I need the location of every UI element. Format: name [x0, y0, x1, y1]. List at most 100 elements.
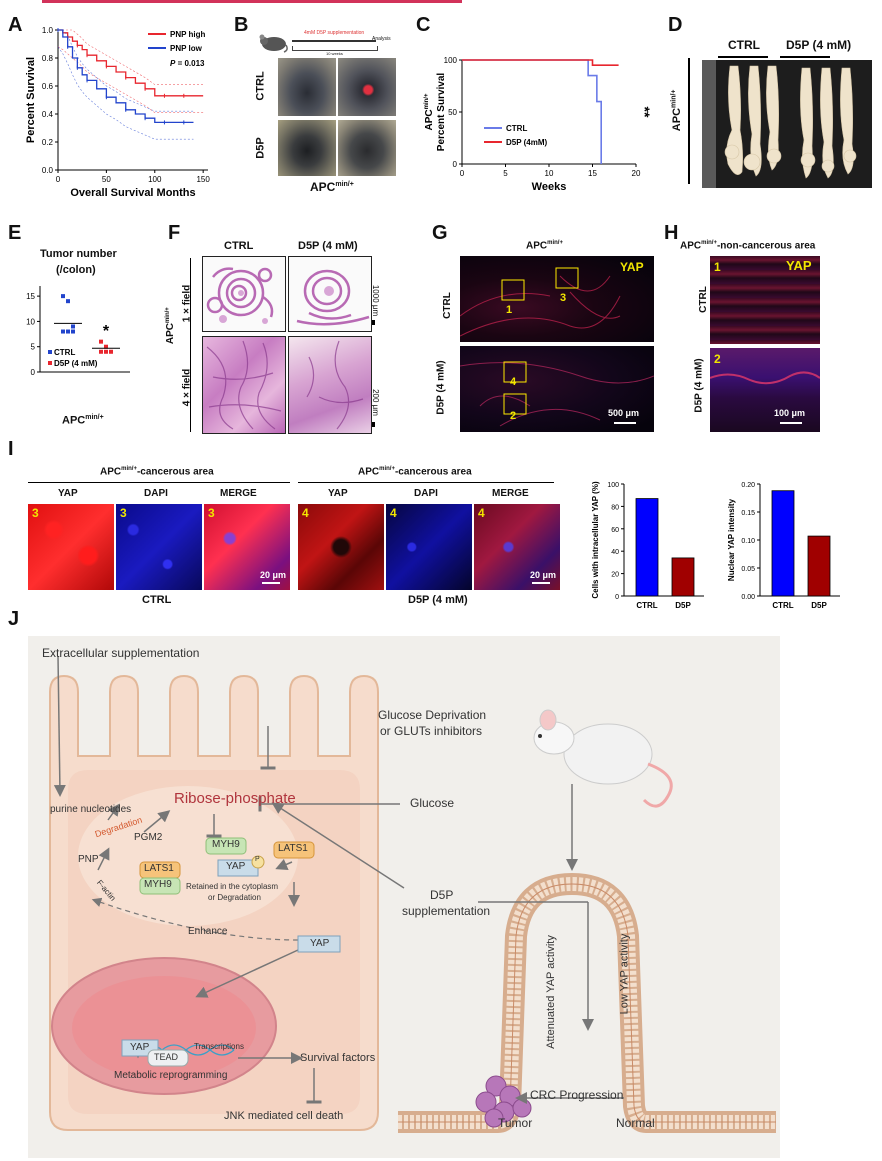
- j-survival: Survival factors: [300, 1052, 376, 1064]
- y-axis-label: Percent Survival: [25, 57, 37, 143]
- y-tick-label: 0.15: [741, 510, 755, 517]
- panel-b-protocol: 4mM D5P supplementation: [304, 30, 365, 36]
- j-jnk: JNK mediated cell death: [224, 1110, 344, 1122]
- y-tick-label: 40: [611, 549, 619, 556]
- legend-label-1: D5P (4mM): [506, 138, 548, 147]
- j-glucose-dep-2: or GLUTs inhibitors: [380, 724, 483, 738]
- panel-g-title: APCmin/+: [526, 240, 563, 252]
- he-d5p-1x: [288, 256, 372, 332]
- y-tick-label: 0: [615, 594, 619, 601]
- d5p-scale: 20 μm: [530, 570, 557, 580]
- x-tick-label: 10: [545, 169, 554, 178]
- panel-letter-i: I: [8, 438, 14, 460]
- bar-ctrl: [635, 498, 659, 597]
- tead-box: [147, 1049, 189, 1067]
- legend-label-0: CTRL: [54, 348, 75, 357]
- lats1-box: [273, 841, 315, 859]
- y-tick-label: 60: [611, 527, 619, 534]
- mouse-icon: [259, 34, 288, 53]
- panel-i-group2-title: APCmin/+-cancerous area: [358, 466, 472, 478]
- ctrl-scale: 20 μm: [260, 570, 287, 580]
- j-tead: TEAD: [154, 1052, 179, 1062]
- photo-ctrl-right: [338, 58, 396, 116]
- km-ci-upper-0: [58, 29, 204, 85]
- data-point-1: [99, 339, 103, 344]
- panel-e-xlabel: APCmin/+: [62, 414, 104, 427]
- y-tick-label: 0: [453, 160, 458, 169]
- ctrl-n-dapi: 3: [120, 506, 127, 520]
- crypt-outer: [398, 872, 776, 1133]
- nucleus-inner: [72, 976, 256, 1080]
- myh9-box: [205, 837, 247, 855]
- panel-letter-f: F: [168, 222, 181, 244]
- data-point-0: [61, 294, 65, 299]
- col-dapi-2: DAPI: [414, 488, 438, 499]
- panel-f-col2: D5P (4 mM): [298, 240, 358, 252]
- bar-ctrl: [771, 490, 795, 597]
- if-i-d5p-dapi: 4: [386, 504, 472, 590]
- panel-g-yap: YAP: [620, 260, 644, 274]
- panel-g-scalebar: [614, 422, 636, 424]
- y-axis-label: Cells with intracellular YAP (%): [591, 481, 600, 599]
- x-axis-label: Weeks: [532, 181, 567, 193]
- legend-swatch-1: [48, 361, 52, 365]
- x-tick-label: 0: [56, 175, 61, 184]
- if-i-d5p-yap: 4: [298, 504, 384, 590]
- panel-letter-e: E: [8, 222, 22, 244]
- legend-label-1: PNP low: [170, 44, 203, 53]
- survival-line-0: [462, 59, 602, 164]
- data-point-1: [104, 344, 108, 349]
- col-yap-1: YAP: [58, 488, 78, 499]
- panel-d: CTRL D5P (4 mM) APCmin/+: [671, 36, 874, 194]
- panel-i-footer1: CTRL: [142, 594, 172, 606]
- header-link-underline: [42, 0, 462, 3]
- y-tick-label: 0: [31, 368, 36, 377]
- box-label-2: 2: [510, 410, 517, 422]
- y-tick-label: 100: [444, 56, 458, 65]
- ctrl-n-merge: 3: [208, 506, 215, 520]
- j-low: Low YAP activity: [618, 933, 631, 1015]
- panel-d-d5p-bar: [780, 56, 830, 58]
- scale-bar-4x: [372, 422, 375, 427]
- panel-letter-a: A: [8, 14, 23, 36]
- if-i-ctrl-merge: 3 20 μm: [204, 504, 290, 590]
- col-dapi-1: DAPI: [144, 488, 168, 499]
- panel-letter-c: C: [416, 14, 431, 36]
- d5p-n-dapi: 4: [390, 506, 397, 520]
- panel-b-timeline: [292, 40, 376, 42]
- he-ctrl-1x: [202, 256, 286, 332]
- legend-label-1: D5P (4 mM): [54, 359, 98, 368]
- significance-marker: **: [637, 107, 650, 118]
- panel-i-group1-title: APCmin/+-cancerous area: [100, 466, 214, 478]
- j-crc: CRC Progression: [530, 1088, 624, 1102]
- x-tick-label: 0: [460, 169, 465, 178]
- x-tick-label: 50: [102, 175, 111, 184]
- photo-d5p-left: [278, 120, 336, 176]
- panel-f-scale2: 200 μm: [370, 389, 380, 416]
- scale-bar-1x: [372, 320, 375, 325]
- panel-h-row2: D5P (4 mM): [693, 358, 705, 413]
- panel-h-title: APCmin/+-non-cancerous area: [680, 240, 816, 252]
- panel-letter-h: H: [664, 222, 679, 244]
- y-tick-label: 1.0: [42, 26, 54, 35]
- x-tick-label: 20: [632, 169, 641, 178]
- panel-j: Extracellular supplementation Glucose De…: [28, 636, 780, 1158]
- x-tick-label: 150: [196, 175, 210, 184]
- y-tick-label: 0.00: [741, 594, 755, 601]
- he-ctrl-4x: [202, 336, 286, 434]
- x-tick-label: 5: [503, 169, 508, 178]
- j-normal: Normal: [616, 1116, 655, 1130]
- box-label-4: 4: [510, 376, 517, 388]
- legend-label-0: PNP high: [170, 30, 206, 39]
- panel-b-row-d5p: D5P: [254, 137, 267, 159]
- y-tick-label: 0.10: [741, 538, 755, 545]
- j-pnp: PNP: [78, 854, 99, 865]
- panel-letter-d: D: [668, 14, 683, 36]
- panel-f-scale1: 1000 μm: [371, 284, 381, 317]
- inner-zone: [78, 786, 298, 926]
- j-lats1-b: LATS1: [144, 863, 174, 874]
- j-ribose: Ribose-phosphate: [174, 790, 296, 807]
